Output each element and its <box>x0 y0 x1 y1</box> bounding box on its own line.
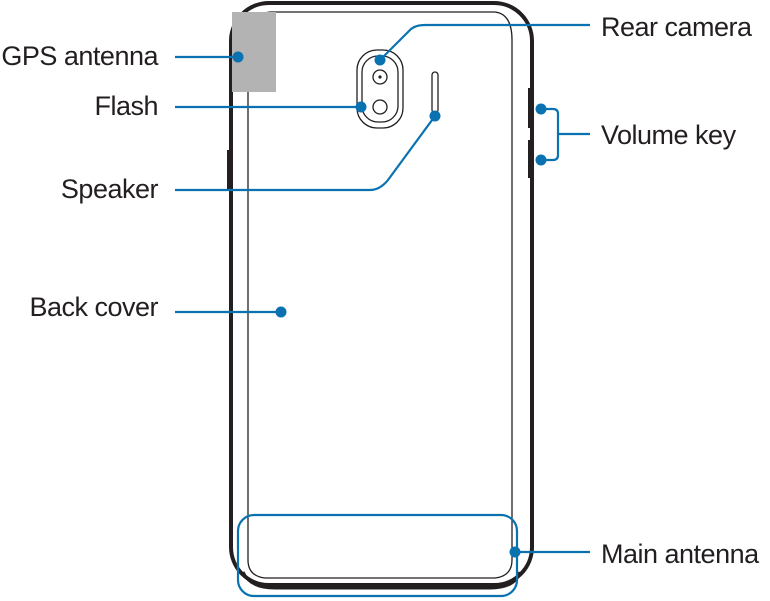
main-antenna-dot <box>509 546 521 558</box>
label-rear-camera: Rear camera <box>601 12 752 42</box>
gps-antenna-dot <box>232 51 244 63</box>
rear-camera-dot <box>374 54 386 66</box>
speaker-dot <box>429 110 441 122</box>
callout-dots <box>232 51 547 558</box>
label-flash: Flash <box>94 91 158 121</box>
volume-down-key <box>528 140 533 178</box>
phone-outline <box>229 1 534 590</box>
label-speaker: Speaker <box>60 174 159 204</box>
label-back-cover: Back cover <box>29 292 158 322</box>
label-gps-antenna: GPS antenna <box>1 41 158 71</box>
volume-up-key <box>528 88 533 128</box>
label-main-antenna: Main antenna <box>601 539 759 569</box>
volume-up-dot <box>535 103 547 115</box>
back-cover-dot <box>275 306 287 318</box>
flash-dot <box>355 101 367 113</box>
side-button <box>227 150 232 190</box>
label-volume-key: Volume key <box>601 120 736 150</box>
callout-lines <box>175 23 590 598</box>
rear-camera-lens-icon <box>378 75 382 79</box>
volume-down-dot <box>535 154 547 166</box>
speaker-grille <box>431 71 439 114</box>
